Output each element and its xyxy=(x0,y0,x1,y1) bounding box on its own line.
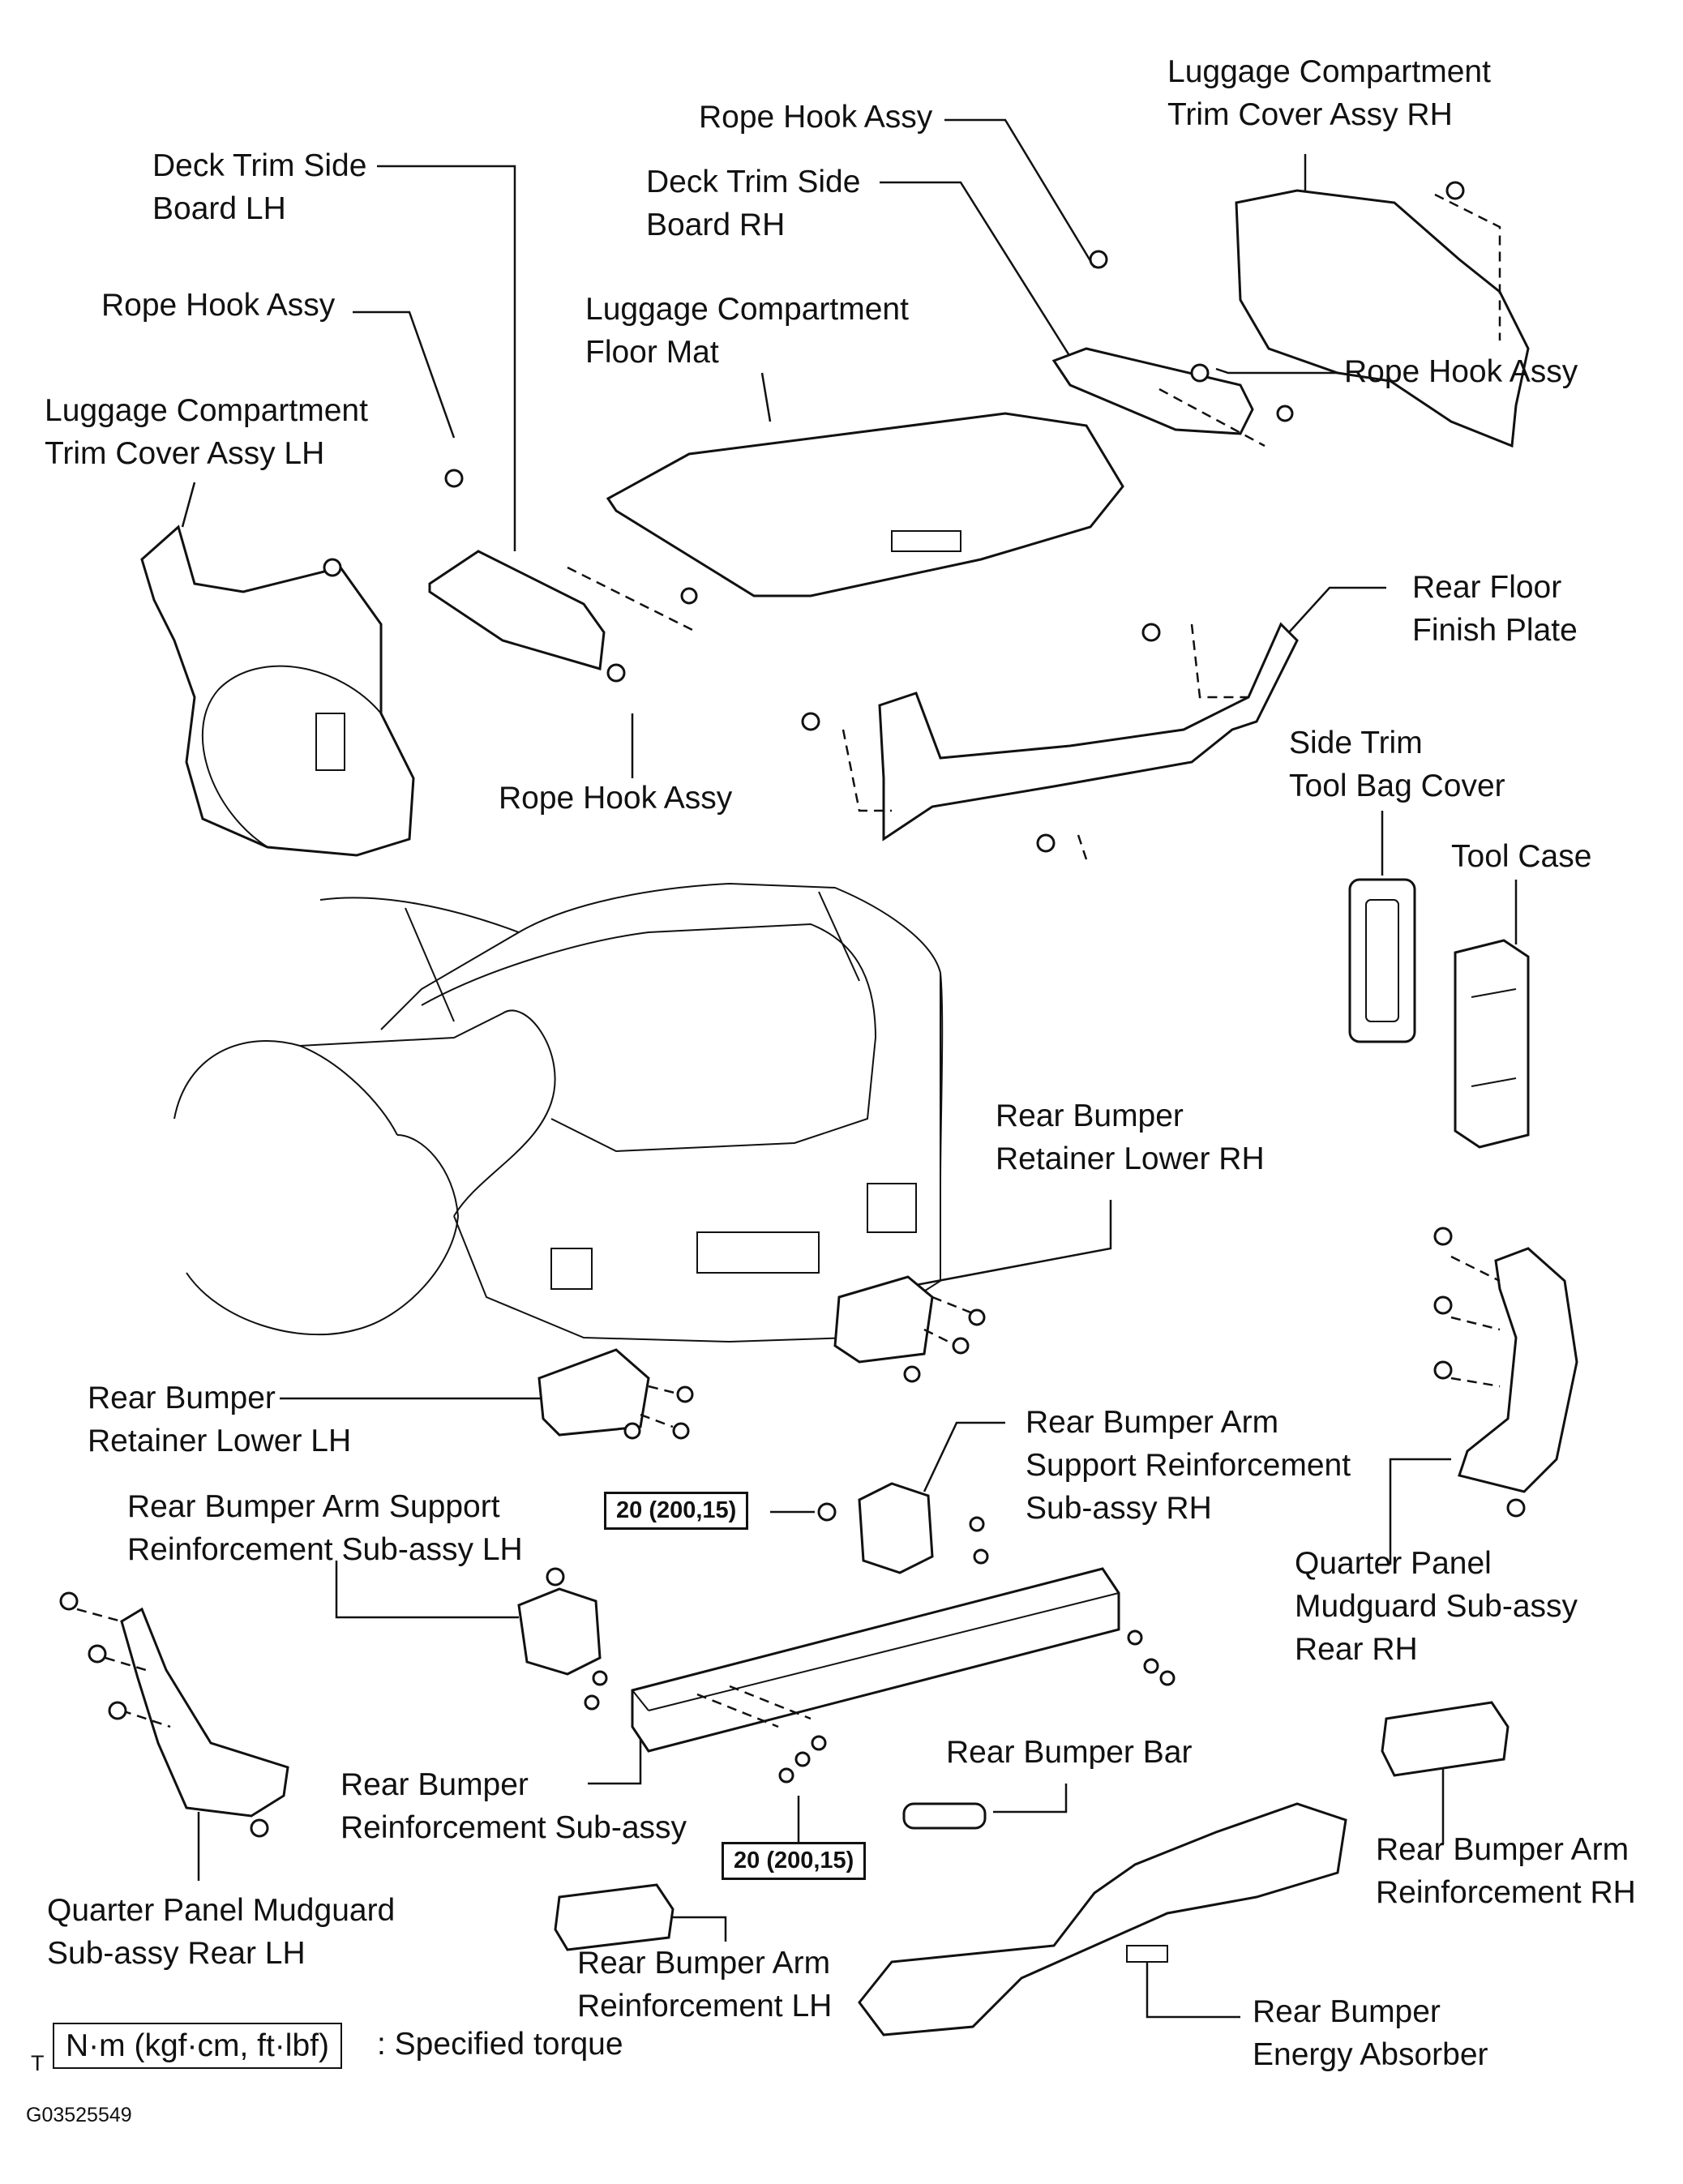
arm-reinf-rh xyxy=(1381,1701,1510,1777)
bumper-reinforcement xyxy=(631,1567,1120,1753)
tool-case xyxy=(1454,939,1530,1149)
label-mudguard-rh: Quarter Panel Mudguard Sub-assy Rear RH xyxy=(1295,1546,1578,1667)
bumper-bar xyxy=(902,1802,987,1830)
retainer-lower-rh xyxy=(833,1275,974,1364)
label-retainer-lower-lh: Rear Bumper Retainer Lower LH xyxy=(88,1381,352,1458)
deck-board-lh xyxy=(428,550,698,670)
rear-floor-finish-plate xyxy=(842,622,1299,860)
retainer-lower-lh xyxy=(537,1348,682,1437)
mudguard-rh xyxy=(1450,1247,1578,1493)
legend-unit-box: N·m (kgf·cm, ft·lbf) xyxy=(53,2023,342,2069)
label-arm-reinf-rh: Rear Bumper Arm Reinforcement RH xyxy=(1376,1832,1636,1910)
floor-mat xyxy=(606,412,1124,597)
label-arm-support-rh: Rear Bumper Arm Support Reinforcement Su… xyxy=(1026,1405,1351,1526)
label-trim-cover-lh: Luggage Compartment Trim Cover Assy LH xyxy=(45,393,368,471)
label-energy-absorber: Rear Bumper Energy Absorber xyxy=(1253,1994,1488,2072)
label-tool-case: Tool Case xyxy=(1451,839,1592,874)
leader-lines xyxy=(181,118,1518,2019)
label-rope-hook-assy-2: Rope Hook Assy xyxy=(699,100,933,135)
label-arm-reinf-lh: Rear Bumper Arm Reinforcement LH xyxy=(577,1946,833,2023)
label-rope-hook-assy-4: Rope Hook Assy xyxy=(499,781,733,816)
arm-reinf-lh xyxy=(554,1883,674,1951)
trim-cover-lh xyxy=(140,525,415,857)
fasteners xyxy=(59,181,1526,1838)
legend-prefix: T xyxy=(31,2051,45,2075)
label-trim-cover-rh: Luggage Compartment Trim Cover Assy RH xyxy=(1167,54,1491,132)
torque-spec-lower: 20 (200,15) xyxy=(722,1842,867,1880)
label-rope-hook-assy-1: Rope Hook Assy xyxy=(101,288,336,323)
label-deck-board-lh: Deck Trim Side Board LH xyxy=(152,148,367,226)
label-mudguard-lh: Quarter Panel Mudguard Sub-assy Rear LH xyxy=(47,1893,396,1971)
trim-cover-rh xyxy=(1235,189,1530,448)
label-deck-board-rh: Deck Trim Side Board RH xyxy=(646,165,861,242)
arm-support-rh xyxy=(858,1482,934,1574)
label-retainer-lower-rh: Rear Bumper Retainer Lower RH xyxy=(996,1098,1265,1176)
figure-id: G03525549 xyxy=(26,2104,132,2126)
deck-board-rh xyxy=(1051,347,1265,448)
label-floor-mat: Luggage Compartment Floor Mat xyxy=(585,292,909,370)
label-bumper-bar: Rear Bumper Bar xyxy=(946,1735,1193,1770)
arm-support-lh xyxy=(517,1587,602,1676)
energy-absorber xyxy=(858,1802,1347,2036)
torque-spec-upper: 20 (200,15) xyxy=(604,1492,749,1530)
legend-text: : Specified torque xyxy=(377,2027,623,2062)
mudguard-lh xyxy=(76,1607,289,1818)
label-arm-support-lh: Rear Bumper Arm Support Reinforcement Su… xyxy=(127,1489,523,1567)
label-rope-hook-assy-3: Rope Hook Assy xyxy=(1344,354,1578,389)
label-tool-bag-cover: Side Trim Tool Bag Cover xyxy=(1289,726,1505,803)
car-body xyxy=(173,882,944,1343)
label-rear-floor-finish-plate: Rear Floor Finish Plate xyxy=(1412,570,1578,648)
label-bumper-reinforcement: Rear Bumper Reinforcement Sub-assy xyxy=(340,1767,687,1845)
tool-bag-cover xyxy=(1348,878,1416,1043)
